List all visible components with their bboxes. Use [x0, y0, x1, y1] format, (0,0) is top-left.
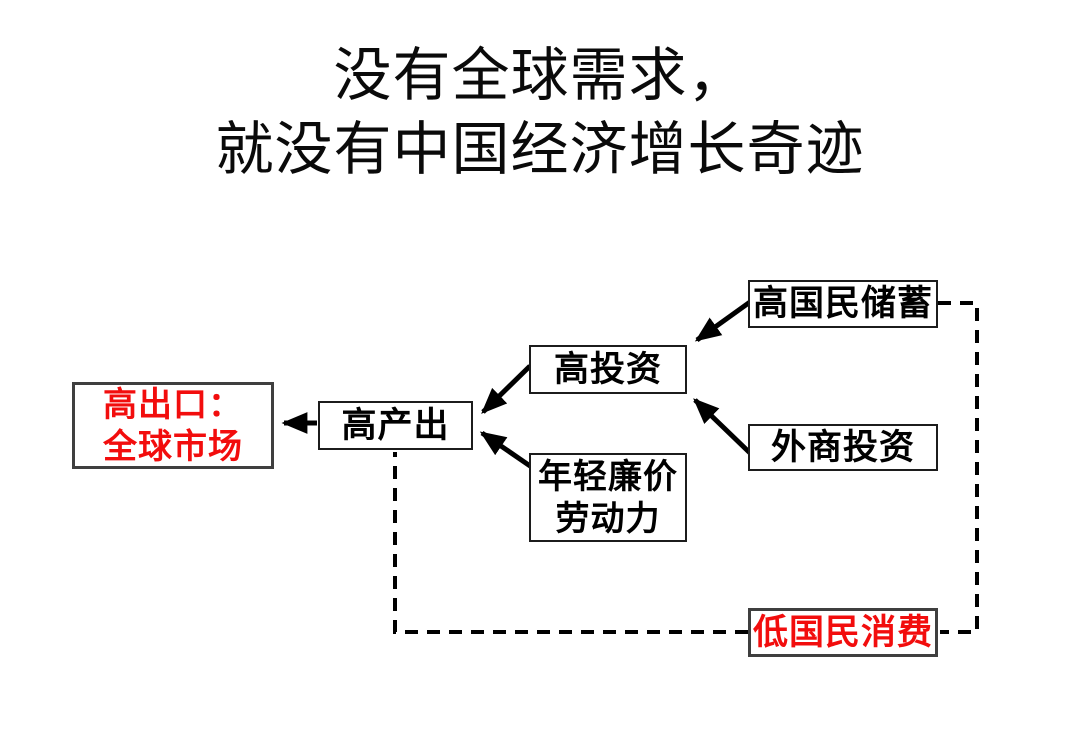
node-low-consumption-label: 低国民消费 [752, 611, 933, 653]
node-high-savings: 高国民储蓄 [748, 280, 938, 328]
node-high-exports: 高出口： 全球市场 [72, 382, 274, 469]
dashed-link-high-savings-to-low-consumption [938, 301, 979, 634]
node-high-savings-label: 高国民储蓄 [752, 283, 933, 324]
arrow-young-cheap-labor-to-high-output [479, 430, 535, 471]
node-foreign-investment-label: 外商投资 [770, 426, 915, 468]
node-low-consumption: 低国民消费 [748, 608, 938, 657]
arrow-high-investment-to-high-output [481, 364, 532, 414]
node-high-investment-label: 高投资 [553, 348, 662, 390]
node-young-cheap-labor: 年轻廉价 劳动力 [529, 453, 687, 542]
arrow-high-savings-to-high-investment [694, 299, 752, 343]
node-high-output: 高产出 [318, 401, 473, 450]
slide-title: 没有全球需求， 就没有中国经济增长奇迹 [215, 41, 865, 183]
node-high-investment: 高投资 [529, 345, 687, 394]
node-high-exports-label: 高出口： 全球市场 [103, 384, 243, 467]
dashed-link-low-consumption-to-high-output [393, 452, 748, 634]
node-young-cheap-labor-label: 年轻廉价 劳动力 [538, 456, 678, 539]
node-foreign-investment: 外商投资 [748, 424, 938, 471]
arrow-foreign-investment-to-high-investment [693, 398, 752, 455]
node-high-output-label: 高产出 [341, 404, 450, 446]
